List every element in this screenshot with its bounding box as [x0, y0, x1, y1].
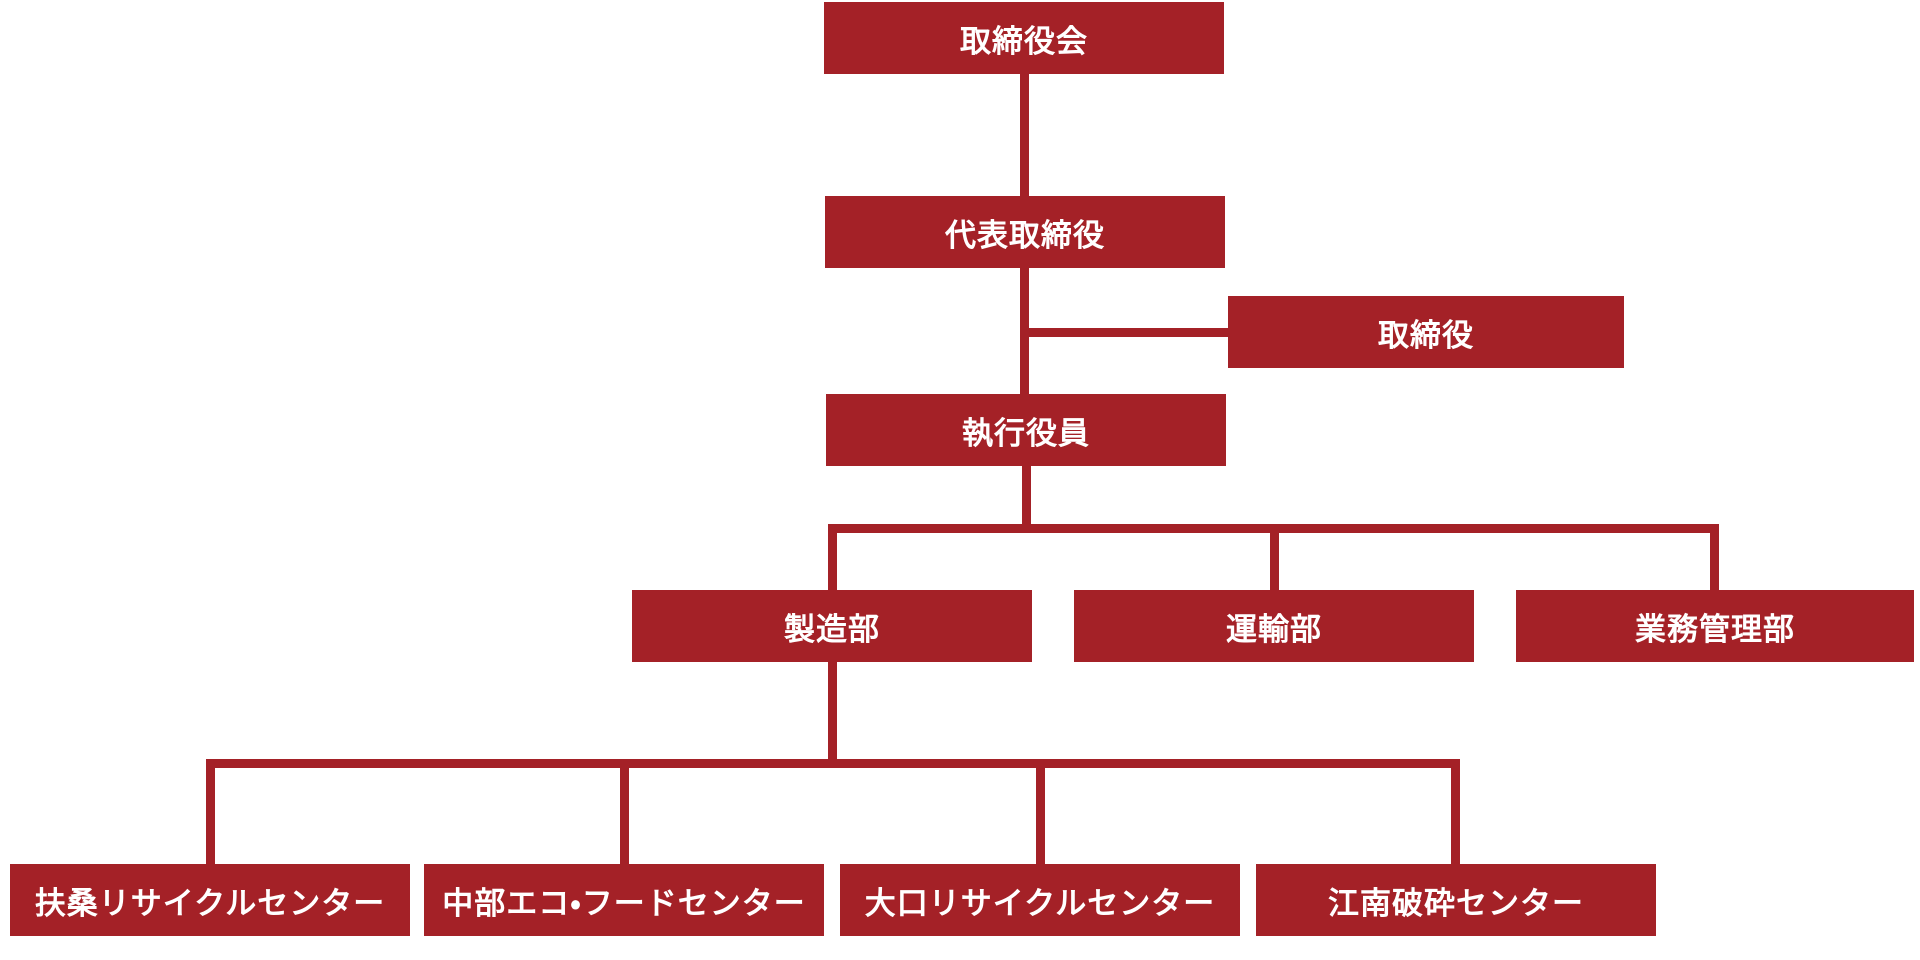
connector-board-to-representative [1020, 74, 1029, 196]
connector-branch-to-director [1024, 328, 1228, 337]
node-fuso-recycle-center: 扶桑リサイクルセンター [10, 864, 410, 936]
node-oguchi-recycle-center: 大口リサイクルセンター [840, 864, 1240, 936]
node-board-of-directors: 取締役会 [824, 2, 1224, 74]
connector-departments-rail [828, 524, 1719, 533]
connector-drop-business-admin [1710, 524, 1719, 590]
connector-executive-drop [1022, 466, 1031, 524]
node-manufacturing-dept: 製造部 [632, 590, 1032, 662]
node-director: 取締役 [1228, 296, 1624, 368]
connector-drop-chubu-center [620, 768, 629, 864]
node-konan-hasai-center: 江南破砕センター [1256, 864, 1656, 936]
node-transport-dept: 運輸部 [1074, 590, 1474, 662]
node-executive-officer: 執行役員 [826, 394, 1226, 466]
connector-manufacturing-drop [828, 662, 837, 759]
node-business-admin-dept: 業務管理部 [1516, 590, 1914, 662]
connector-drop-fuso-center [206, 759, 215, 864]
connector-drop-manufacturing [828, 524, 837, 590]
node-representative-director: 代表取締役 [825, 196, 1225, 268]
connector-centers-rail [206, 759, 1460, 768]
node-chubu-eco-food-center: 中部エコ・フードセンター [424, 864, 824, 936]
connector-drop-konan-center [1451, 759, 1460, 864]
connector-drop-transport [1270, 533, 1279, 590]
connector-drop-oguchi-center [1036, 768, 1045, 864]
